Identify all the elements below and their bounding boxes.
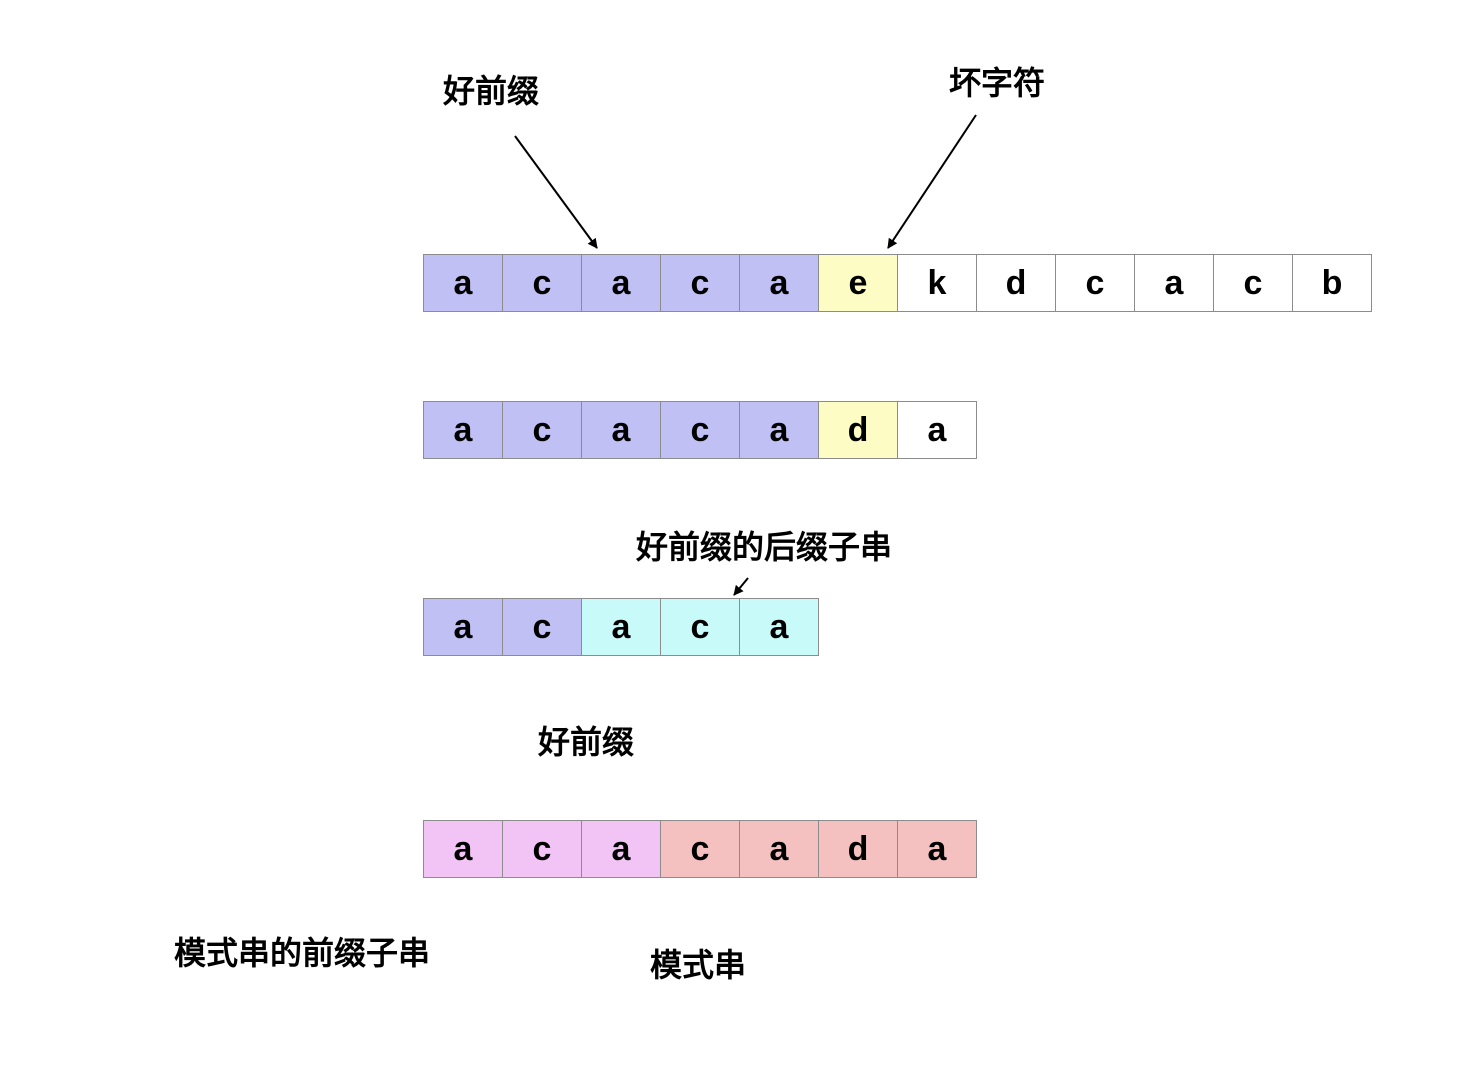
good-prefix-label-top: 好前缀: [443, 72, 540, 110]
main-string-cell-6: k: [897, 254, 977, 312]
good-prefix-cell-1: c: [502, 598, 582, 656]
pattern-string-cell-6: a: [897, 820, 977, 878]
suffix-of-good-prefix-label: 好前缀的后缀子串: [636, 528, 893, 566]
good-prefix-cell-2: a: [581, 598, 661, 656]
pattern-string-cell-4: a: [739, 820, 819, 878]
main-string-cell-3: c: [660, 254, 740, 312]
main-string-cell-7: d: [976, 254, 1056, 312]
good-prefix-cell-3: c: [660, 598, 740, 656]
pattern-aligned-cell-5: d: [818, 401, 898, 459]
main-string-cell-11: b: [1292, 254, 1372, 312]
good-prefix-arrow: [514, 135, 598, 249]
main-string-cell-2: a: [581, 254, 661, 312]
main-string-cell-8: c: [1055, 254, 1135, 312]
main-string-cell-10: c: [1213, 254, 1293, 312]
pattern-prefix-label: 模式串的前缀子串: [174, 934, 431, 972]
pattern-aligned-cell-2: a: [581, 401, 661, 459]
pattern-string-cell-3: c: [660, 820, 740, 878]
bad-char-arrow: [887, 114, 977, 249]
main-string-cell-1: c: [502, 254, 582, 312]
pattern-aligned-cell-1: c: [502, 401, 582, 459]
main-string-cell-9: a: [1134, 254, 1214, 312]
pattern-aligned-cell-4: a: [739, 401, 819, 459]
good-prefix-cell-0: a: [423, 598, 503, 656]
good-prefix-cell-4: a: [739, 598, 819, 656]
good-prefix-label-mid: 好前缀: [538, 723, 635, 761]
main-string-cell-4: a: [739, 254, 819, 312]
pattern-string-cell-5: d: [818, 820, 898, 878]
main-string-cell-0: a: [423, 254, 503, 312]
pattern-label: 模式串: [650, 946, 747, 984]
pattern-aligned-cell-0: a: [423, 401, 503, 459]
main-string-cell-5: e: [818, 254, 898, 312]
bad-char-label: 坏字符: [949, 64, 1046, 102]
pattern-string-cell-0: a: [423, 820, 503, 878]
pattern-string-cell-1: c: [502, 820, 582, 878]
pattern-aligned-cell-6: a: [897, 401, 977, 459]
pattern-aligned-cell-3: c: [660, 401, 740, 459]
suffix-arrow: [733, 577, 749, 596]
pattern-string-cell-2: a: [581, 820, 661, 878]
